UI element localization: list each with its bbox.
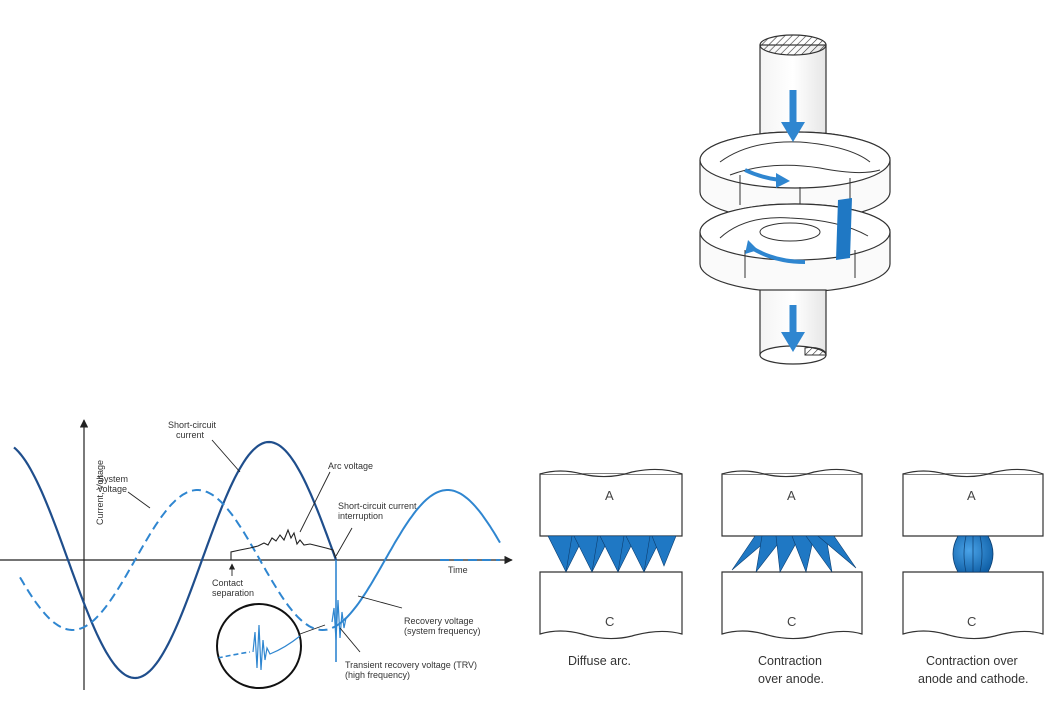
arc-column xyxy=(836,198,852,260)
arc-voltage-label: Arc voltage xyxy=(328,461,373,471)
recovery-voltage-label: Recovery voltage xyxy=(404,616,474,626)
lower-spiral-disk xyxy=(699,203,891,293)
recovery-voltage-curve xyxy=(335,489,501,627)
caption-anode: over anode. xyxy=(758,672,824,686)
cathode-label: C xyxy=(605,614,614,629)
diffuse-arc-cones xyxy=(547,535,677,573)
leader-line xyxy=(299,624,326,635)
leader-line xyxy=(211,439,241,473)
cathode-label: C xyxy=(967,614,976,629)
trv-label: Transient recovery voltage (TRV) xyxy=(345,660,477,670)
arc-modes: A C Diffuse arc. A C xyxy=(539,468,1044,686)
short-circuit-current-label: current xyxy=(176,430,205,440)
leader-line xyxy=(339,627,361,653)
short-circuit-current-label: Short-circuit xyxy=(168,420,217,430)
arc-mode-panel-diffuse: A C Diffuse arc. xyxy=(539,468,683,668)
arc-mode-panel-anode: A C Contraction over anode. xyxy=(721,468,863,686)
spiral-contact-illustration xyxy=(699,34,891,365)
short-circuit-current-curve xyxy=(13,440,338,680)
caption-anode-cathode: anode and cathode. xyxy=(918,672,1029,686)
leader-line xyxy=(357,595,403,609)
contact-separation-label: Contact xyxy=(212,578,244,588)
leader-line xyxy=(335,527,353,557)
trv-oscillation xyxy=(331,599,347,641)
interruption-label: Short-circuit current xyxy=(338,501,417,511)
anode-label: A xyxy=(787,488,796,503)
contact-separation-label: separation xyxy=(212,588,254,598)
anode-contraction-cones xyxy=(731,535,857,574)
constricted-arc-column xyxy=(952,535,994,573)
trv-magnifier xyxy=(216,603,302,689)
anode-label: A xyxy=(605,488,614,503)
anode-label: A xyxy=(967,488,976,503)
axis-y-label: Current, Voltage xyxy=(95,460,105,525)
system-voltage-label: voltage xyxy=(98,484,127,494)
arc-voltage-trace xyxy=(230,528,337,560)
cathode-label: C xyxy=(787,614,796,629)
system-voltage-curve xyxy=(19,489,337,632)
leader-line xyxy=(299,471,331,533)
interruption-waveform: Current, Voltage Time Short-circuit curr… xyxy=(0,419,513,690)
system-voltage-label: System xyxy=(98,474,128,484)
current-flow-arrow-icon xyxy=(781,305,805,352)
caption-diffuse: Diffuse arc. xyxy=(568,654,631,668)
caption-anode: Contraction xyxy=(758,654,822,668)
caption-anode-cathode: Contraction over xyxy=(926,654,1018,668)
interruption-label: interruption xyxy=(338,511,383,521)
current-flow-arrow-icon xyxy=(781,90,805,142)
leader-line xyxy=(127,491,151,509)
swirl-arrow-icon xyxy=(744,168,790,188)
arc-mode-panel-anode-cathode: A C Contraction over anode and cathode. xyxy=(902,468,1044,686)
axis-x-label: Time xyxy=(448,565,468,575)
swirl-arrow-icon xyxy=(745,240,806,264)
trv-label: (high frequency) xyxy=(345,670,410,680)
recovery-voltage-label: (system frequency) xyxy=(404,626,481,636)
